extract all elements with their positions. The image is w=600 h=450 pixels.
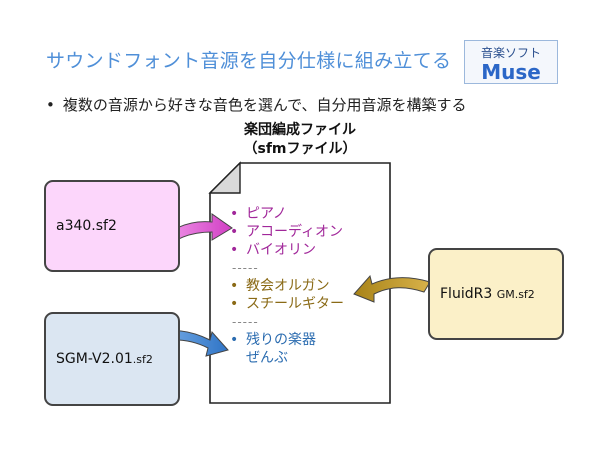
document-title-line1: 楽団編成ファイル (244, 122, 356, 138)
list-item-label: ピアノ (246, 206, 287, 222)
logo-title: Muse (481, 60, 541, 84)
source-fluid: FluidR3 GM.sf2 (428, 248, 564, 340)
list-item-label: ぜんぶ (246, 350, 288, 366)
document-title-line2: （sfmファイル） (243, 141, 357, 157)
list-bullet: • (230, 242, 239, 258)
logo-badge: 音楽ソフト Muse (464, 40, 558, 84)
list-item: • バイオリン (230, 241, 316, 259)
source-sgm-label: SGM-V2.01.sf2 (56, 351, 153, 367)
list-item: • スチールギター (230, 295, 344, 313)
list-item-label: アコーディオン (246, 224, 344, 240)
bullet-point: • 複数の音源から好きな音色を選んで、自分用音源を構築する (46, 94, 467, 115)
list-item-label: スチールギター (246, 296, 344, 312)
logo-subtitle: 音楽ソフト (480, 46, 541, 60)
source-sgm-ext: .sf2 (132, 353, 153, 366)
source-fluid-ext: GM.sf2 (496, 288, 535, 301)
source-fluid-name: FluidR3 (440, 286, 497, 302)
list-bullet: • (230, 278, 239, 294)
arrow-fluid-to-doc (353, 274, 431, 303)
list-item: • ピアノ (230, 205, 287, 223)
list-item: ぜんぶ (230, 349, 288, 367)
source-fluid-label: FluidR3 GM.sf2 (440, 286, 535, 302)
bullet-marker: • (46, 96, 55, 114)
list-item: • アコーディオン (230, 223, 343, 241)
source-sgm-name: SGM-V2.01 (56, 351, 133, 367)
document-fold (208, 161, 241, 194)
list-item-label: 教会オルガン (246, 278, 330, 294)
list-item-label: バイオリン (246, 242, 316, 258)
source-sgm: SGM-V2.01.sf2 (44, 312, 180, 406)
bullet-text: 複数の音源から好きな音色を選んで、自分用音源を構築する (62, 96, 467, 114)
list-item: • 教会オルガン (230, 277, 330, 295)
source-a340-label: a340.sf2 (56, 218, 117, 234)
list-bullet: • (230, 296, 239, 312)
list-bullet: • (230, 206, 239, 222)
group-separator: ----- (232, 315, 259, 329)
list-item: • 残りの楽器 (230, 331, 316, 349)
slide-title: サウンドフォント音源を自分仕様に組み立てる (46, 50, 452, 72)
source-a340: a340.sf2 (44, 180, 180, 272)
group-separator: ----- (232, 261, 259, 275)
list-bullet: • (230, 224, 239, 240)
list-item-label: 残りの楽器 (246, 332, 316, 348)
list-bullet: • (230, 332, 239, 348)
document-title: 楽団編成ファイル （sfmファイル） (210, 121, 390, 159)
